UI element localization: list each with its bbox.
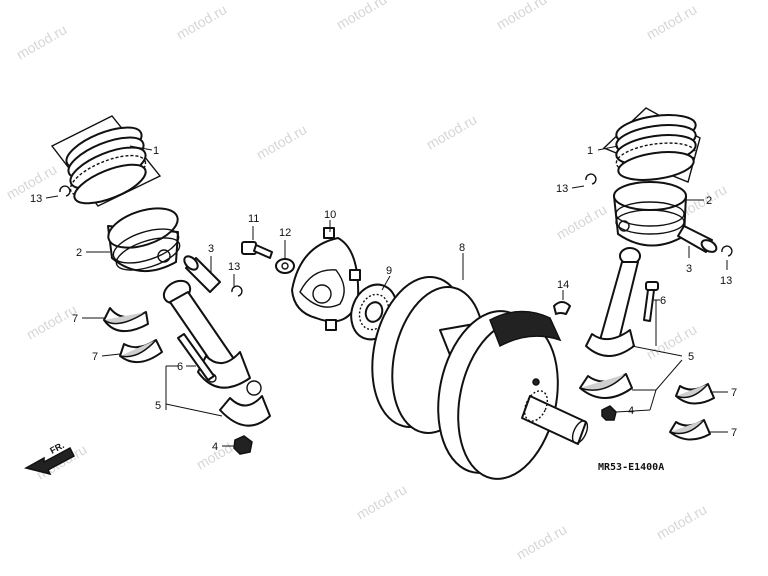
diagram-code: MR53-E1400A: [598, 462, 664, 473]
callout-13-left-a: 13: [30, 193, 42, 205]
washer-12: [275, 258, 295, 274]
crankshaft-8: [371, 276, 589, 480]
right-rod-bolt: [643, 281, 659, 322]
callouts: 1 2 3 13 13 7 7 6 5 4 11 12 10 9 8 14 1 …: [30, 145, 737, 453]
dowel-14: [553, 301, 571, 315]
left-rod-cap: [219, 380, 271, 427]
right-piston-ring-set: [602, 107, 701, 183]
leader-lines: [45, 145, 728, 447]
watermark: motod.ru: [14, 21, 70, 62]
left-rod-bolt: [177, 333, 215, 381]
callout-6-left: 6: [177, 361, 183, 373]
watermark: motod.ru: [554, 201, 610, 242]
right-piston-pin: [677, 225, 718, 253]
watermark: motod.ru: [334, 0, 390, 33]
callout-1-left: 1: [153, 145, 159, 157]
callout-8: 8: [459, 242, 465, 254]
callout-7-right-a: 7: [731, 387, 737, 399]
left-piston-pin-clip: [59, 185, 243, 297]
watermark: motod.ru: [424, 111, 480, 152]
watermark: motod.ru: [254, 121, 310, 162]
callout-3-left: 3: [208, 243, 214, 255]
left-piston-pin: [183, 255, 221, 293]
callout-2-left: 2: [76, 247, 82, 259]
right-rod-cap: [579, 373, 633, 399]
callout-13-right-a: 13: [556, 183, 568, 195]
front-direction-arrow: FR.: [23, 440, 75, 476]
right-piston: [613, 181, 687, 247]
watermark: motod.ru: [654, 501, 710, 542]
watermark: motod.ru: [494, 0, 550, 33]
callout-13-right-b: 13: [720, 275, 732, 287]
callout-3-right: 3: [686, 263, 692, 275]
right-bearing-shells: [669, 383, 715, 441]
callout-2-right: 2: [706, 195, 712, 207]
callout-7-left-a: 7: [72, 313, 78, 325]
right-rod-nut: [601, 405, 617, 421]
callout-7-left-b: 7: [92, 351, 98, 363]
watermark: motod.ru: [354, 481, 410, 522]
callout-12: 12: [279, 227, 291, 239]
callout-4-right: 4: [628, 405, 634, 417]
left-piston: [107, 207, 181, 273]
callout-14: 14: [557, 279, 569, 291]
callout-13-left-b: 13: [228, 261, 240, 273]
timing-plate-10: [291, 227, 361, 331]
callout-4-left: 4: [212, 441, 218, 453]
callout-11: 11: [248, 213, 259, 225]
callout-5-left: 5: [155, 400, 161, 412]
callout-6-right: 6: [660, 295, 666, 307]
right-connecting-rod: [585, 247, 641, 357]
right-piston-pin-clip: [585, 173, 733, 257]
watermark: motod.ru: [644, 1, 700, 42]
callout-5-right: 5: [688, 351, 694, 363]
watermark: motod.ru: [514, 521, 570, 562]
watermark: motod.ru: [174, 1, 230, 42]
callout-1-right: 1: [587, 145, 593, 157]
left-rod-nut: [233, 435, 253, 455]
watermark: motod.ru: [24, 301, 80, 342]
callout-7-right-b: 7: [731, 427, 737, 439]
bolt-11: [241, 241, 273, 259]
callout-9: 9: [386, 265, 392, 277]
callout-10: 10: [324, 209, 336, 221]
left-piston-ring-set: [50, 115, 162, 207]
left-bearing-shells: [103, 307, 163, 363]
